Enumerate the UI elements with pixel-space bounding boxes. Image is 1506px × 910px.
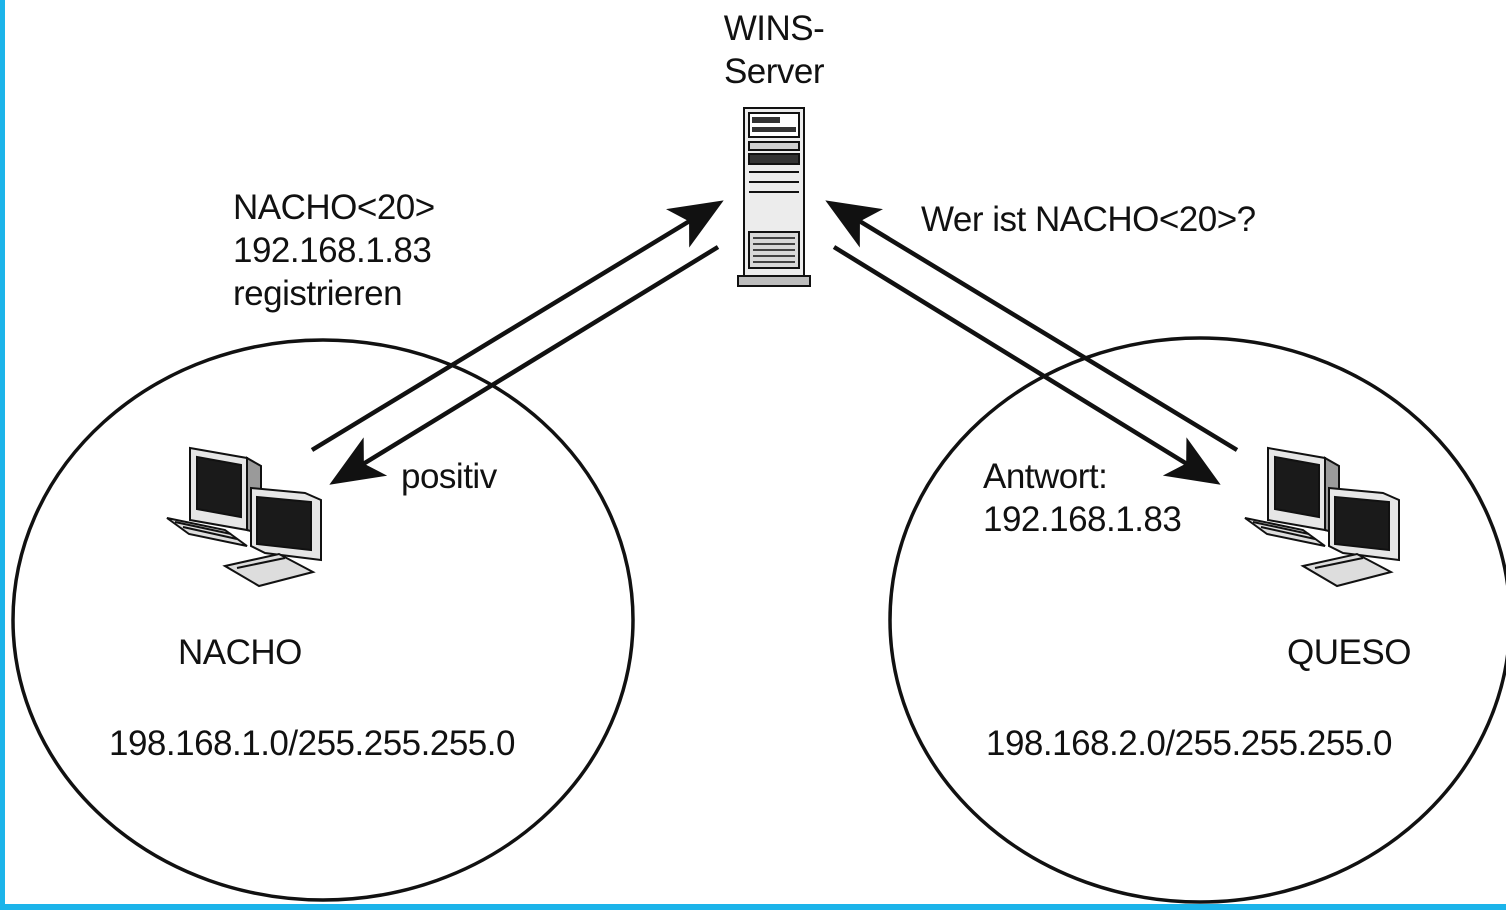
positive-arrow: [329, 245, 720, 485]
register-message: NACHO<20> 192.168.1.83 registrieren: [233, 186, 435, 315]
right-subnet: 198.168.2.0/255.255.255.0: [986, 724, 1392, 763]
left-host-name: NACHO: [178, 633, 302, 672]
query-arrow: [825, 200, 1239, 452]
server-label: WINS- Server: [700, 7, 848, 93]
server-label-line: WINS-: [723, 9, 825, 48]
answer-message: Antwort: 192.168.1.83: [983, 455, 1182, 541]
server-tower-icon: [737, 107, 811, 287]
answer-message-line: 192.168.1.83: [983, 500, 1182, 539]
frame-edge-left: [0, 0, 5, 910]
register-arrow: [310, 200, 724, 452]
register-message-line: 192.168.1.83: [233, 231, 432, 270]
workstation-icon: [1244, 446, 1400, 588]
right-host-name: QUESO: [1287, 633, 1411, 672]
answer-message-line: Antwort:: [983, 457, 1108, 496]
answer-arrow: [832, 245, 1221, 485]
server-label-line: Server: [723, 52, 825, 91]
query-message: Wer ist NACHO<20>?: [921, 200, 1256, 239]
register-message-line: NACHO<20>: [233, 188, 435, 227]
register-message-line: registrieren: [233, 274, 403, 313]
right-network-ellipse: [888, 336, 1506, 904]
positive-message: positiv: [401, 457, 497, 496]
left-network-ellipse: [11, 338, 635, 902]
workstation-icon: [166, 446, 322, 588]
frame-edge-bottom: [0, 904, 1506, 910]
left-subnet: 198.168.1.0/255.255.255.0: [109, 724, 515, 763]
